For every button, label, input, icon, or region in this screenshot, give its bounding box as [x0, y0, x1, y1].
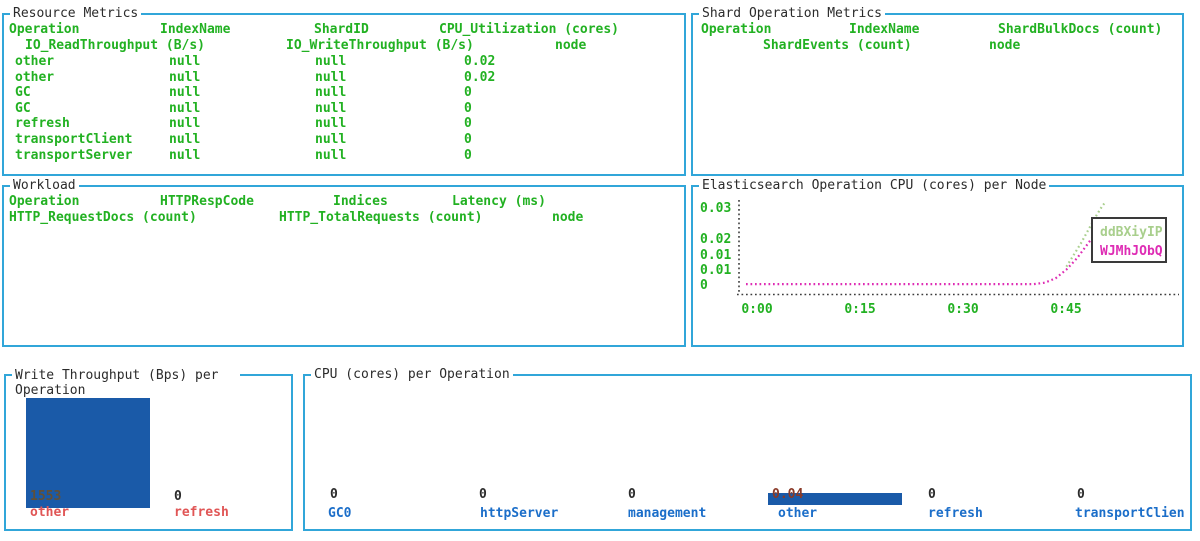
table-cell: transportServer — [15, 148, 132, 163]
table-header-cell: node — [552, 210, 583, 225]
table-cell: null — [169, 116, 200, 131]
bar-category-label: refresh — [928, 506, 983, 521]
chart-plot-area — [693, 187, 1182, 345]
panel-resource-metrics: Resource Metrics OperationIndexNameShard… — [2, 13, 686, 176]
es-operation-cpu-chart: 0.030.020.010.0100:000:150:300:45ddBXiyI… — [693, 187, 1182, 345]
table-header-cell: IndexName — [849, 22, 919, 37]
table-header-cell: Operation — [701, 22, 771, 37]
bar-value-label: 0 — [1077, 487, 1085, 502]
bar-value-label: 0 — [479, 487, 487, 502]
table-cell: null — [169, 54, 200, 69]
panel-workload: Workload OperationHTTPRespCodeIndicesLat… — [2, 185, 686, 347]
panel-title-shard-operation-metrics: Shard Operation Metrics — [699, 6, 885, 21]
table-header-cell: ShardID — [314, 22, 369, 37]
panel-title-es-operation-cpu: Elasticsearch Operation CPU (cores) per … — [699, 178, 1049, 193]
table-cell: null — [315, 132, 346, 147]
legend-item: ddBXiyIP — [1100, 223, 1165, 242]
table-cell: transportClient — [15, 132, 132, 147]
table-header-cell: ShardBulkDocs (count) — [998, 22, 1162, 37]
table-cell: GC — [15, 85, 31, 100]
table-header-cell: IndexName — [160, 22, 230, 37]
table-header-cell: IO_ReadThroughput (B/s) — [25, 38, 205, 53]
bar-value-label: 0 — [174, 489, 182, 504]
table-cell: 0 — [464, 101, 472, 116]
bar-category-label: httpServer — [480, 506, 558, 521]
panel-title-resource-metrics: Resource Metrics — [10, 6, 141, 21]
table-header-cell: HTTP_TotalRequests (count) — [279, 210, 483, 225]
table-cell: 0 — [464, 85, 472, 100]
table-cell: null — [169, 70, 200, 85]
panel-cpu-per-operation-chart: CPU (cores) per Operation 0GC00httpServe… — [303, 374, 1192, 531]
legend-item: WJMhJObQ — [1100, 242, 1165, 261]
bar-value-label: 0 — [928, 487, 936, 502]
table-cell: null — [169, 148, 200, 163]
bar-category-label: GC0 — [328, 506, 351, 521]
table-cell: 0 — [464, 116, 472, 131]
table-cell: null — [315, 70, 346, 85]
table-header-cell: Operation — [9, 22, 79, 37]
table-cell: 0.02 — [464, 54, 495, 69]
panel-title-cpu-per-operation: CPU (cores) per Operation — [311, 367, 513, 382]
table-header-cell: ShardEvents (count) — [763, 38, 912, 53]
table-cell: null — [169, 101, 200, 116]
table-cell: other — [15, 70, 54, 85]
table-cell: 0 — [464, 132, 472, 147]
table-cell: null — [315, 54, 346, 69]
series-line-WJMhJObQ — [746, 225, 1110, 284]
write-throughput-bar-chart: 1553other 0refresh — [6, 376, 291, 529]
table-header-cell: Operation — [9, 194, 79, 209]
panel-es-operation-cpu-chart: Elasticsearch Operation CPU (cores) per … — [691, 185, 1184, 347]
panel-title-write-throughput: Write Throughput (Bps) per Operation — [12, 368, 240, 398]
bar-value-label: 1553 — [30, 489, 61, 504]
bar-value-label: 0 — [330, 487, 338, 502]
table-cell: other — [15, 54, 54, 69]
table-cell: null — [169, 85, 200, 100]
bar-value-label: 0 — [628, 487, 636, 502]
table-header-cell: node — [989, 38, 1020, 53]
bar-category-label: management — [628, 506, 706, 521]
panel-shard-operation-metrics: Shard Operation Metrics OperationIndexNa… — [691, 13, 1184, 176]
bar-category-label: other — [778, 506, 817, 521]
table-header-cell: Latency (ms) — [452, 194, 546, 209]
table-header-cell: HTTPRespCode — [160, 194, 254, 209]
bar-value-label: 0.04 — [772, 487, 803, 502]
bar-category-label: transportClien — [1075, 506, 1185, 521]
table-cell: 0 — [464, 148, 472, 163]
table-header-cell: CPU_Utilization (cores) — [439, 22, 619, 37]
table-cell: null — [315, 148, 346, 163]
table-cell: null — [169, 132, 200, 147]
table-cell: null — [315, 101, 346, 116]
table-header-cell: HTTP_RequestDocs (count) — [9, 210, 197, 225]
cpu-per-operation-bar-chart: 0GC0 0 httpServer 0 management 0.04 other 0 refr… — [305, 376, 1190, 529]
panel-write-throughput-chart: Write Throughput (Bps) per Operation 155… — [4, 374, 293, 531]
table-cell: GC — [15, 101, 31, 116]
table-cell: refresh — [15, 116, 70, 131]
table-header-cell: node — [555, 38, 586, 53]
bar-category-label: other — [30, 505, 69, 520]
panel-title-workload: Workload — [10, 178, 79, 193]
chart-legend: ddBXiyIPWJMhJObQ — [1091, 217, 1167, 263]
table-header-cell: Indices — [333, 194, 388, 209]
table-cell: 0.02 — [464, 70, 495, 85]
table-cell: null — [315, 116, 346, 131]
bar-category-label: refresh — [174, 505, 229, 520]
table-header-cell: IO_WriteThroughput (B/s) — [286, 38, 474, 53]
table-cell: null — [315, 85, 346, 100]
